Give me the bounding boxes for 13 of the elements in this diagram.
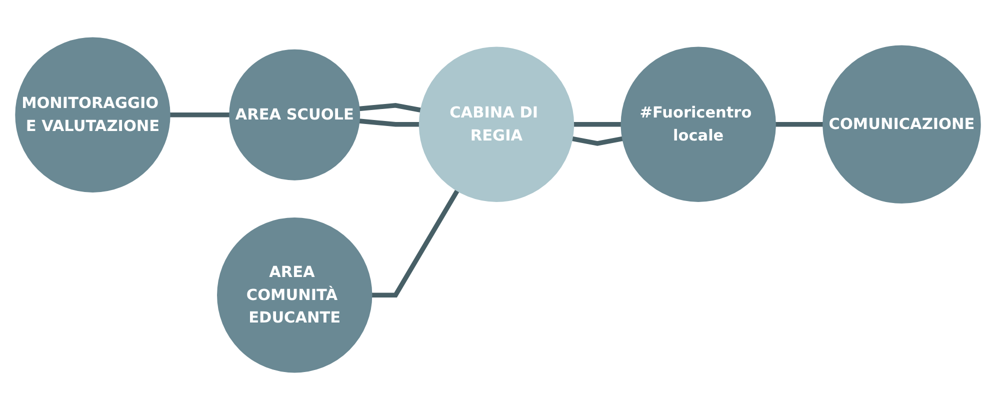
connector	[572, 136, 623, 146]
connector	[359, 102, 422, 112]
connector	[170, 112, 230, 118]
node-circle	[229, 49, 360, 180]
connector	[359, 118, 420, 127]
connector	[775, 122, 824, 127]
node-circle	[620, 46, 776, 202]
node-circle	[418, 46, 574, 202]
node-circle	[15, 37, 170, 192]
connector	[574, 122, 622, 127]
node-circle	[217, 218, 372, 373]
connector	[372, 190, 460, 298]
node-circle	[822, 45, 981, 204]
